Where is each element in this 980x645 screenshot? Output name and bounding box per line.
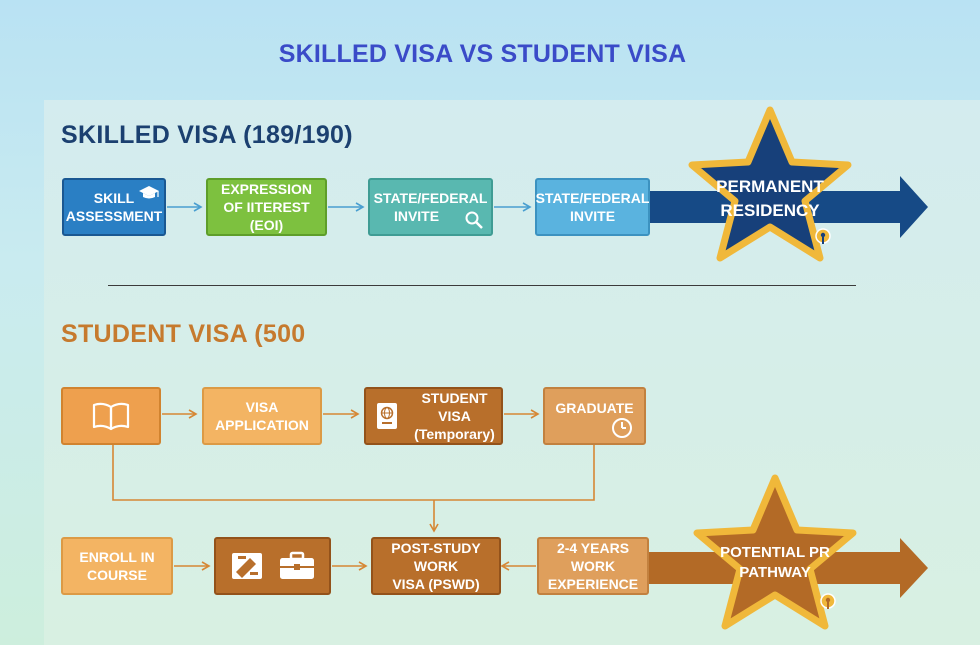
potential-pr-label: POTENTIAL PR PATHWAY (720, 544, 830, 581)
step-enroll-in-course: ENROLL IN COURSE (61, 537, 173, 595)
key-icon (820, 593, 836, 609)
step-visa-application: VISA APPLICATION (202, 387, 322, 445)
section-divider (108, 285, 856, 286)
key-icon (815, 228, 831, 244)
graduation-cap-icon (139, 186, 159, 199)
step-study-book (61, 387, 161, 445)
permanent-residency-label: PERMANENT RESIDENCY (716, 177, 824, 220)
step-state-federal-invite-2: STATE/FEDERAL INVITE (535, 178, 650, 236)
briefcase-icon (279, 551, 314, 579)
skilled-visa-heading: SKILLED VISA (189/190) (61, 121, 353, 149)
permanent-residency-star (688, 106, 852, 262)
step-work-icons (214, 537, 331, 595)
step-post-study-work-visa: POST-STUDY WORK VISA (PSWD) (371, 537, 501, 595)
clock-icon (612, 418, 632, 438)
step-skill-assessment: SKILL ASSESSMENT (62, 178, 166, 236)
step-work-experience: 2-4 YEARS WORK EXPERIENCE (537, 537, 649, 595)
step-expression-of-interest: EXPRESSION OF IITEREST (EOI) (206, 178, 327, 236)
connector-loop (112, 445, 595, 501)
potential-pr-star (693, 474, 857, 630)
student-visa-heading: STUDENT VISA (500 (61, 320, 306, 348)
page-title: SKILLED VISA VS STUDENT VISA (278, 40, 687, 68)
step-state-federal-invite-1: STATE/FEDERAL INVITE (368, 178, 493, 236)
magnifier-icon (465, 211, 483, 229)
passport-icon (377, 403, 397, 429)
ticket-icon (231, 553, 262, 579)
book-icon (92, 402, 130, 431)
step-graduate: GRADUATE (543, 387, 646, 445)
step-student-visa-temporary: STUDENT VISA (Temporary) (364, 387, 503, 445)
